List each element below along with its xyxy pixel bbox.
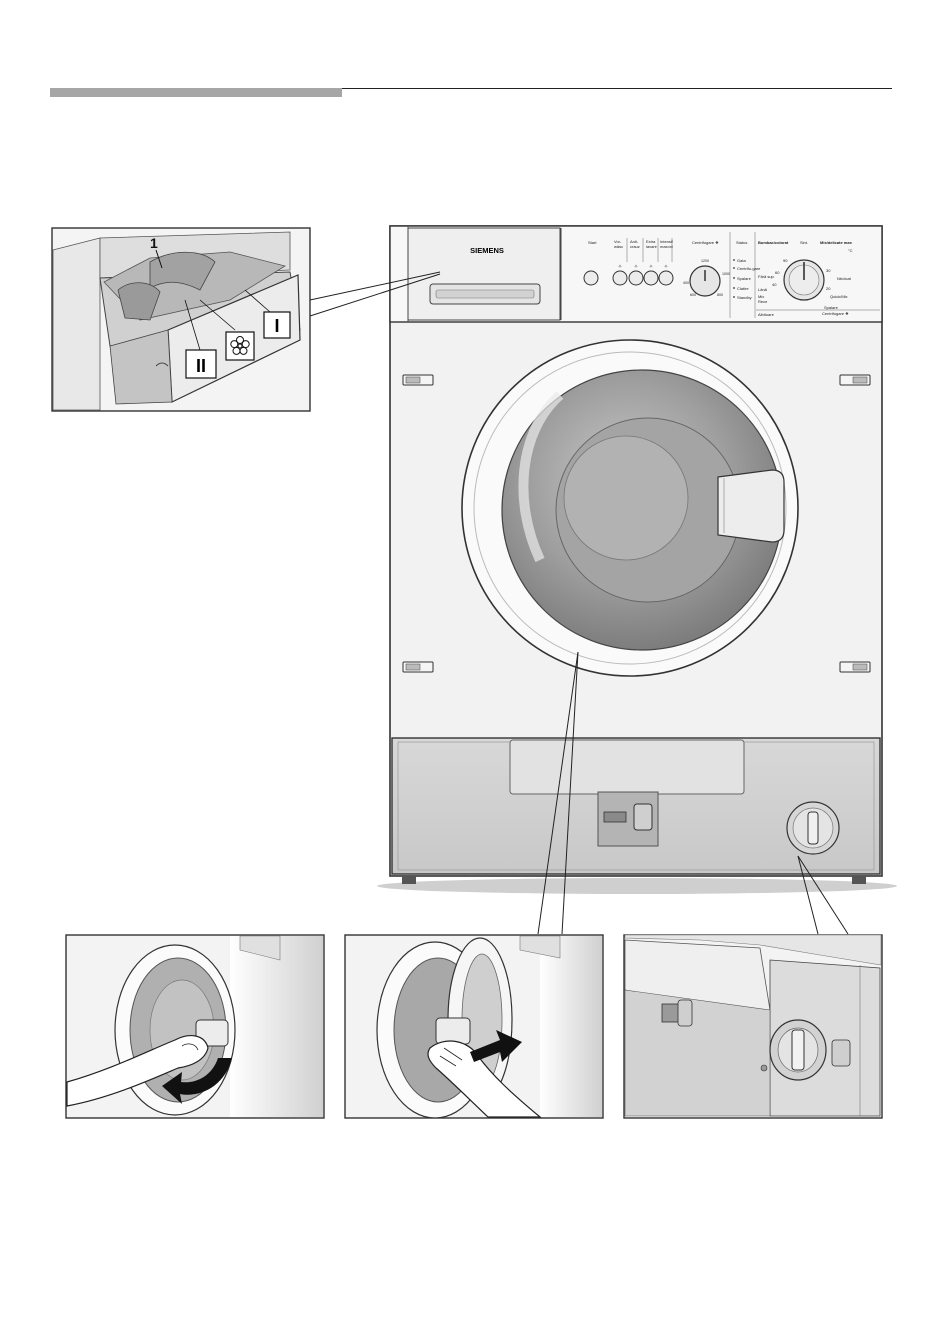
status-title: Status bbox=[736, 240, 747, 245]
start-button[interactable] bbox=[584, 271, 598, 285]
svg-text:I: I bbox=[274, 316, 279, 336]
svg-text:II: II bbox=[196, 356, 206, 376]
spin-value-800: 800 bbox=[717, 293, 723, 297]
program-temp-20: 20 bbox=[826, 286, 831, 291]
program-right-1: Nb/dcat bbox=[837, 276, 852, 281]
status-wash: Spalare bbox=[737, 276, 752, 281]
prewash-label-2: wäsc bbox=[614, 244, 623, 249]
anticrease-button[interactable] bbox=[629, 271, 643, 285]
program-left-4: Mix bbox=[758, 294, 764, 299]
start-label: Start bbox=[588, 240, 597, 245]
status-standby: Standby bbox=[737, 295, 752, 300]
spin-value-600: 600 bbox=[690, 293, 696, 297]
inset-door-opened bbox=[345, 935, 603, 1118]
status-spin: Centrifu-gare bbox=[737, 266, 761, 271]
status-rinse: Clatire bbox=[737, 286, 749, 291]
program-bottom-wash: Spalare bbox=[824, 305, 839, 310]
program-left-3: Rece bbox=[758, 299, 768, 304]
program-bottom-spin: Centrifugare ❖ bbox=[822, 311, 849, 316]
program-temp-90: 90 bbox=[783, 258, 788, 263]
washing-machine: SIEMENS Start Vor- wäsc Anti- crauz Extr… bbox=[377, 226, 897, 894]
program-cotton: Bumbac/colorat bbox=[758, 240, 789, 245]
program-temp-60: 60 bbox=[775, 270, 780, 275]
status-done: Gata bbox=[737, 258, 746, 263]
program-unit: °C bbox=[848, 248, 853, 253]
program-synthetic: Sint. bbox=[800, 240, 808, 245]
program-mix-delicate: Mix/delicate max bbox=[820, 240, 853, 245]
svg-text:✧: ✧ bbox=[664, 264, 668, 270]
spin-value-1200: 1200 bbox=[701, 259, 709, 263]
drawer-marker-1: 1 bbox=[150, 235, 158, 251]
extra-rinse-label-2: lavare bbox=[646, 244, 658, 249]
program-temp-30: 30 bbox=[826, 268, 831, 273]
door-handle[interactable] bbox=[718, 470, 784, 542]
drawer-detail-inset: 1 I II bbox=[52, 228, 310, 411]
intensive-button[interactable] bbox=[659, 271, 673, 285]
inset-pump-filter bbox=[624, 935, 882, 1118]
spin-label: Centrifugare ❖ bbox=[692, 240, 719, 245]
program-right-2: Quick/Mix bbox=[830, 294, 848, 299]
intensive-label-2: maxoni bbox=[660, 244, 673, 249]
plinth-flap[interactable] bbox=[510, 740, 744, 794]
spin-value-400: 400 bbox=[683, 281, 689, 285]
svg-text:✧: ✧ bbox=[649, 264, 653, 270]
inset-open-door bbox=[66, 935, 324, 1118]
extra-rinse-button[interactable] bbox=[644, 271, 658, 285]
program-left-2: Lână bbox=[758, 287, 768, 292]
svg-text:✧: ✧ bbox=[618, 264, 622, 270]
anticrease-label-2: crauz bbox=[630, 244, 640, 249]
floor-shadow bbox=[377, 878, 897, 894]
svg-text:✧: ✧ bbox=[634, 264, 638, 270]
prewash-button[interactable] bbox=[613, 271, 627, 285]
program-bleach: Albitoare bbox=[758, 312, 775, 317]
program-temp-40: 40 bbox=[772, 282, 777, 287]
program-left-1: Fără sup. bbox=[758, 274, 775, 279]
spin-value-1000: 1000 bbox=[722, 272, 730, 276]
brand-logo: SIEMENS bbox=[470, 246, 504, 255]
